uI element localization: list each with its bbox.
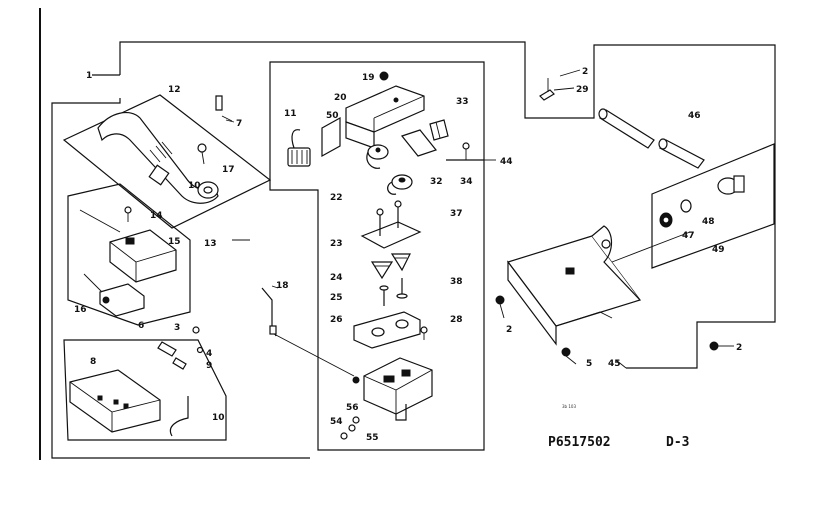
leader-29 (553, 87, 575, 91)
label-15: 15 (168, 237, 181, 247)
screw-2-left (495, 295, 505, 319)
leader-18-to-valve (273, 333, 355, 377)
magnet-22 (366, 144, 389, 169)
leader-2a (559, 69, 581, 77)
label-33: 33 (456, 97, 469, 107)
label-34: 34 (460, 177, 473, 187)
label-55: 55 (366, 433, 379, 443)
bracket-50 (321, 116, 341, 158)
small-parts-3-4-9 (157, 326, 204, 370)
label-44: 44 (500, 157, 513, 167)
assembly-boundary (119, 41, 776, 369)
label-50: 50 (326, 111, 339, 121)
nut-47 (659, 212, 673, 228)
label-13: 13 (204, 239, 217, 249)
label-10a: 10 (188, 181, 201, 191)
label-37: 37 (450, 209, 463, 219)
label-9: 9 (206, 361, 212, 371)
label-47: 47 (682, 231, 695, 241)
label-46: 46 (688, 111, 701, 121)
tube-10 (169, 396, 189, 437)
label-1: 1 (86, 71, 92, 81)
pin-25 (379, 285, 389, 306)
label-17: 17 (222, 165, 235, 175)
label-3: 3 (174, 323, 180, 333)
label-25: 25 (330, 293, 343, 303)
screw-2-right (709, 341, 719, 351)
label-2a: 2 (582, 67, 588, 77)
label-7: 7 (236, 119, 242, 129)
label-24: 24 (330, 273, 343, 283)
label-18: 18 (276, 281, 289, 291)
label-32: 32 (430, 177, 443, 187)
label-28: 28 (450, 315, 463, 325)
leader-45 (615, 359, 627, 369)
label-11: 11 (284, 109, 297, 119)
bracket-45 (507, 225, 641, 346)
burner-tube (97, 111, 219, 204)
bracket-group-box (63, 339, 227, 441)
label-54: 54 (330, 417, 343, 427)
pin-38 (396, 278, 408, 299)
leader-49 (611, 231, 691, 263)
small-mark: 3b 103 (562, 404, 576, 409)
screw-29 (539, 78, 555, 101)
gasket-26 (353, 311, 421, 349)
leader-7 (225, 119, 235, 123)
label-19: 19 (362, 73, 375, 83)
label-4: 4 (206, 349, 212, 359)
valve-group-box (67, 183, 191, 326)
fitting-48 (680, 175, 745, 213)
screw-17 (197, 143, 207, 165)
label-14: 14 (150, 211, 163, 221)
screw-14 (124, 206, 132, 222)
tube-46 (598, 108, 705, 169)
label-48: 48 (702, 217, 715, 227)
plate-23 (360, 200, 422, 249)
label-49: 49 (712, 245, 725, 255)
bracket-8 (69, 369, 161, 433)
label-2b: 2 (506, 325, 512, 335)
part-number: P6517502 (548, 435, 611, 450)
clip-33 (429, 119, 449, 141)
label-45: 45 (608, 359, 621, 369)
label-38: 38 (450, 277, 463, 287)
valve-body-15 (79, 209, 177, 283)
valve-body-bottom (352, 357, 433, 421)
plate-20 (345, 85, 425, 149)
label-16: 16 (74, 305, 87, 315)
gasket-32 (400, 129, 438, 157)
label-56: 56 (346, 403, 359, 413)
control-group-box (269, 61, 485, 451)
label-23: 23 (330, 239, 343, 249)
screws-54-55-56 (340, 416, 360, 440)
screw-34 (462, 142, 470, 160)
screw-7 (215, 95, 233, 122)
label-10b: 10 (212, 413, 225, 423)
fitting-group-box (651, 143, 775, 269)
coil-11 (287, 129, 311, 167)
screw-28 (420, 326, 428, 340)
label-6: 6 (138, 321, 144, 331)
igniter-16 (83, 273, 145, 317)
screw-5 (561, 347, 577, 365)
label-22: 22 (330, 193, 343, 203)
magnet-37 (387, 174, 413, 195)
thermocouple-18 (261, 285, 279, 337)
label-8: 8 (90, 357, 96, 367)
label-20: 20 (334, 93, 347, 103)
left-group-boundary (51, 98, 310, 459)
label-29: 29 (576, 85, 589, 95)
page-code: D-3 (666, 435, 689, 450)
screw-19 (379, 71, 389, 81)
label-5: 5 (586, 359, 592, 369)
label-26: 26 (330, 315, 343, 325)
spring-24 (370, 253, 411, 280)
label-12: 12 (168, 85, 181, 95)
label-2c: 2 (736, 343, 742, 353)
